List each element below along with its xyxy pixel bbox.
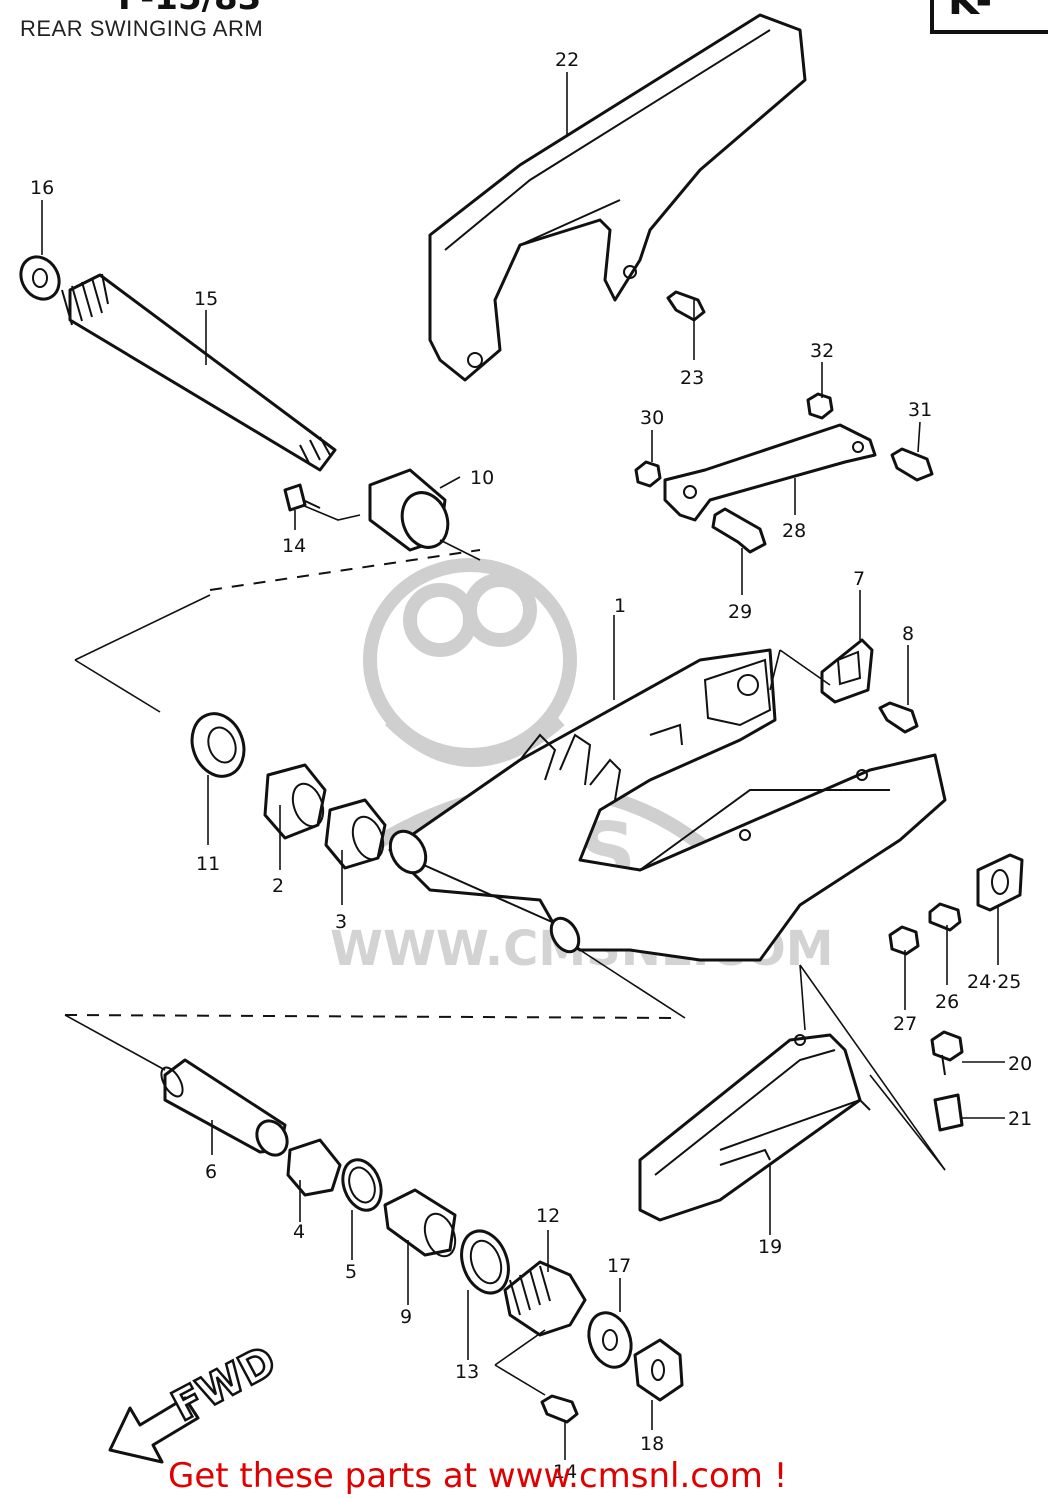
chain-case-22: [428, 13, 807, 382]
bolt-23: [666, 290, 706, 322]
callout-18: 18: [640, 1433, 664, 1455]
nut-30: [634, 460, 662, 488]
bolt-26: [928, 902, 962, 932]
callout-19: 19: [758, 1236, 782, 1258]
callout-14-top: 14: [282, 535, 306, 557]
screw-8: [878, 701, 919, 734]
pivot-axle-15: [61, 273, 337, 472]
section-box: [930, 0, 1048, 34]
callout-29: 29: [728, 601, 752, 623]
bolt-20: [930, 1030, 964, 1076]
callout-27: 27: [893, 1013, 917, 1035]
callout-31: 31: [908, 399, 932, 421]
callout-8: 8: [902, 623, 914, 645]
bolt-29: [711, 507, 767, 554]
nut-32: [806, 392, 834, 420]
nut-27: [888, 925, 920, 956]
callout-21: 21: [1008, 1108, 1032, 1130]
seal-13: [460, 1229, 510, 1295]
chain-guide-19: [638, 1033, 871, 1222]
plate-7: [820, 638, 874, 704]
callout-7: 7: [853, 568, 865, 590]
callout-4: 4: [293, 1221, 305, 1243]
callout-30: 30: [640, 407, 664, 429]
callout-11: 11: [196, 853, 220, 875]
reference-lines: [64, 504, 946, 1396]
washer-16: [19, 255, 61, 301]
callout-6: 6: [205, 1161, 217, 1183]
bolt-31: [890, 447, 934, 482]
callout-5: 5: [345, 1261, 357, 1283]
callout-23: 23: [680, 367, 704, 389]
footer-link[interactable]: Get these parts at www.cmsnl.com !: [168, 1456, 788, 1496]
callout-leaders: [41, 72, 1005, 1460]
callout-15: 15: [194, 288, 218, 310]
diagram-title: REAR SWINGING ARM: [20, 16, 264, 41]
nut-18: [633, 1338, 684, 1402]
callout-labels: 1 2 3 4 5 6 7 8 9 10 11 12 13 14 14 15 1…: [30, 49, 1032, 1483]
callout-24-25: 24·25: [967, 971, 1021, 993]
fwd-arrow-icon: FWD: [108, 1335, 285, 1464]
callout-1: 1: [614, 595, 626, 617]
bushing-9: [383, 1188, 457, 1258]
callout-22: 22: [555, 49, 579, 71]
callout-32: 32: [810, 340, 834, 362]
adjuster-12: [503, 1260, 587, 1337]
bolt-14-top: [283, 483, 321, 512]
callout-10: 10: [470, 467, 494, 489]
torque-link-28: [663, 423, 877, 522]
callout-2: 2: [272, 875, 284, 897]
callout-9: 9: [400, 1306, 412, 1328]
bearing-4: [286, 1138, 342, 1197]
callout-26: 26: [935, 991, 959, 1013]
seal-11: [190, 712, 246, 778]
spacer-6: [160, 1058, 289, 1157]
callout-16: 16: [30, 177, 54, 199]
callout-20: 20: [1008, 1053, 1032, 1075]
bearing-2: [263, 763, 327, 840]
washer-17: [587, 1311, 633, 1369]
callout-14-bottom: 14: [553, 1461, 577, 1483]
callout-28: 28: [782, 520, 806, 542]
bearing-3: [324, 798, 387, 870]
section-code: K-: [948, 0, 993, 24]
callout-3: 3: [335, 911, 347, 933]
swing-arm-1: [388, 648, 947, 962]
adjuster-10: [368, 468, 450, 552]
fwd-label: FWD: [164, 1336, 284, 1431]
figure-number: F-15/83: [118, 0, 261, 18]
callout-17: 17: [607, 1255, 631, 1277]
collar-21: [933, 1093, 964, 1132]
callout-13: 13: [455, 1361, 479, 1383]
cap-24-25: [976, 853, 1024, 912]
ring-5: [341, 1158, 383, 1212]
callout-12: 12: [536, 1205, 560, 1227]
bolt-14-bottom: [540, 1394, 579, 1424]
